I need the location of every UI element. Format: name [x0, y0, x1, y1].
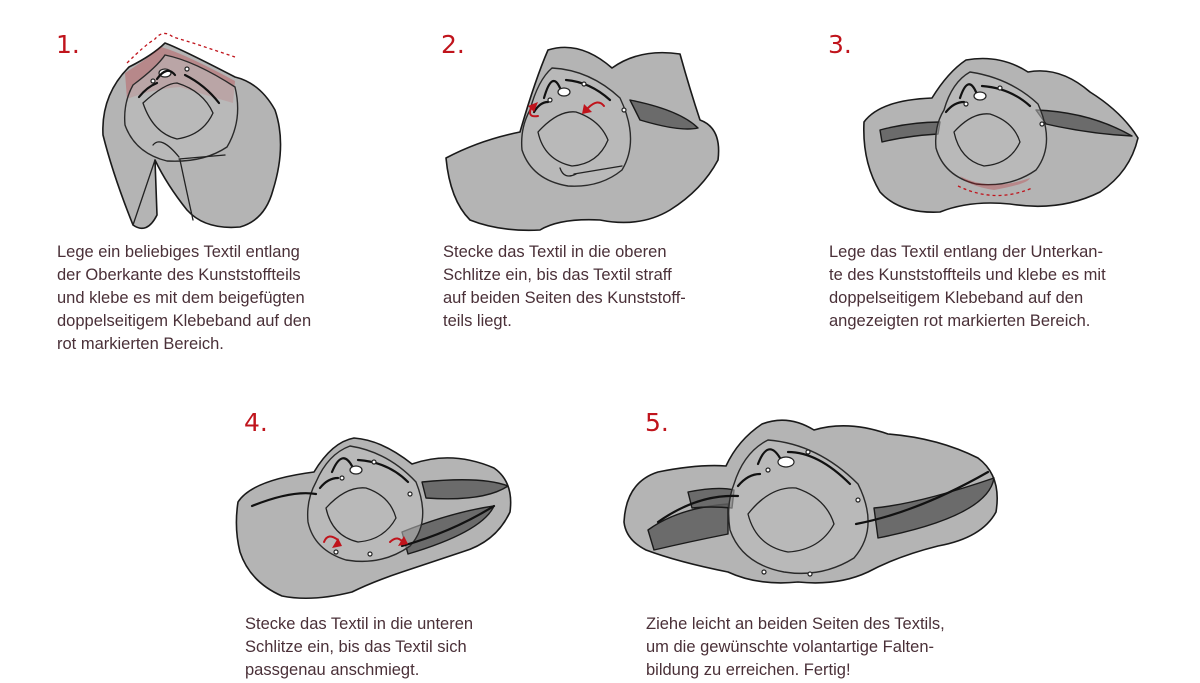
- step-3-caption-line: angezeigten rot markierten Bereich.: [829, 312, 1091, 330]
- step-5-caption-line: bildung zu erreichen. Fertig!: [646, 661, 851, 679]
- step-2-caption-line: teils liegt.: [443, 312, 512, 330]
- step-2-caption-line: Schlitze ein, bis das Textil straff: [443, 266, 672, 284]
- step-2-caption-line: auf beiden Seiten des Kunststoff-: [443, 289, 686, 307]
- step-4-number: 4.: [244, 408, 268, 437]
- step-2-number: 2.: [441, 30, 465, 59]
- step-3-caption-line: doppelseitigem Klebeband auf den: [829, 289, 1084, 307]
- step-1-caption-line: doppelseitigem Klebeband auf den: [57, 312, 312, 330]
- step-5-number: 5.: [645, 408, 669, 437]
- step-1-caption-line: rot markierten Bereich.: [57, 335, 224, 353]
- step-3-caption: Lege das Textil entlang der Unterkan- te…: [829, 241, 1106, 333]
- step-1-caption-line: der Oberkante des Kunststoffteils: [57, 266, 301, 284]
- step-5-caption-line: um die gewünschte volantartige Falten-: [646, 638, 934, 656]
- step-1-caption: Lege ein beliebiges Textil entlang der O…: [57, 241, 311, 356]
- step-1-caption-line: und klebe es mit dem beigefügten: [57, 289, 305, 307]
- step-5-caption-line: Ziehe leicht an beiden Seiten des Textil…: [646, 615, 945, 633]
- step-3-caption-line: Lege das Textil entlang der Unterkan-: [829, 243, 1103, 261]
- step-4-illustration: [235, 437, 512, 600]
- step-4-caption-line: Stecke das Textil in die unteren: [245, 615, 474, 633]
- step-2-caption-line: Stecke das Textil in die oberen: [443, 243, 667, 261]
- step-5-illustration: [623, 419, 998, 584]
- step-2-illustration: [445, 46, 720, 232]
- step-2-caption: Stecke das Textil in die oberen Schlitze…: [443, 241, 686, 333]
- step-4-caption-line: passgenau anschmiegt.: [245, 661, 420, 679]
- step-5-caption: Ziehe leicht an beiden Seiten des Textil…: [646, 613, 945, 682]
- step-3-number: 3.: [828, 30, 852, 59]
- step-1-number: 1.: [56, 30, 80, 59]
- step-4-caption: Stecke das Textil in die unteren Schlitz…: [245, 613, 473, 682]
- step-3-caption-line: te des Kunststoffteils und klebe es mit: [829, 266, 1106, 284]
- step-3-illustration: [863, 57, 1139, 213]
- step-1-illustration: [102, 32, 282, 230]
- step-1-caption-line: Lege ein beliebiges Textil entlang: [57, 243, 300, 261]
- step-4-caption-line: Schlitze ein, bis das Textil sich: [245, 638, 467, 656]
